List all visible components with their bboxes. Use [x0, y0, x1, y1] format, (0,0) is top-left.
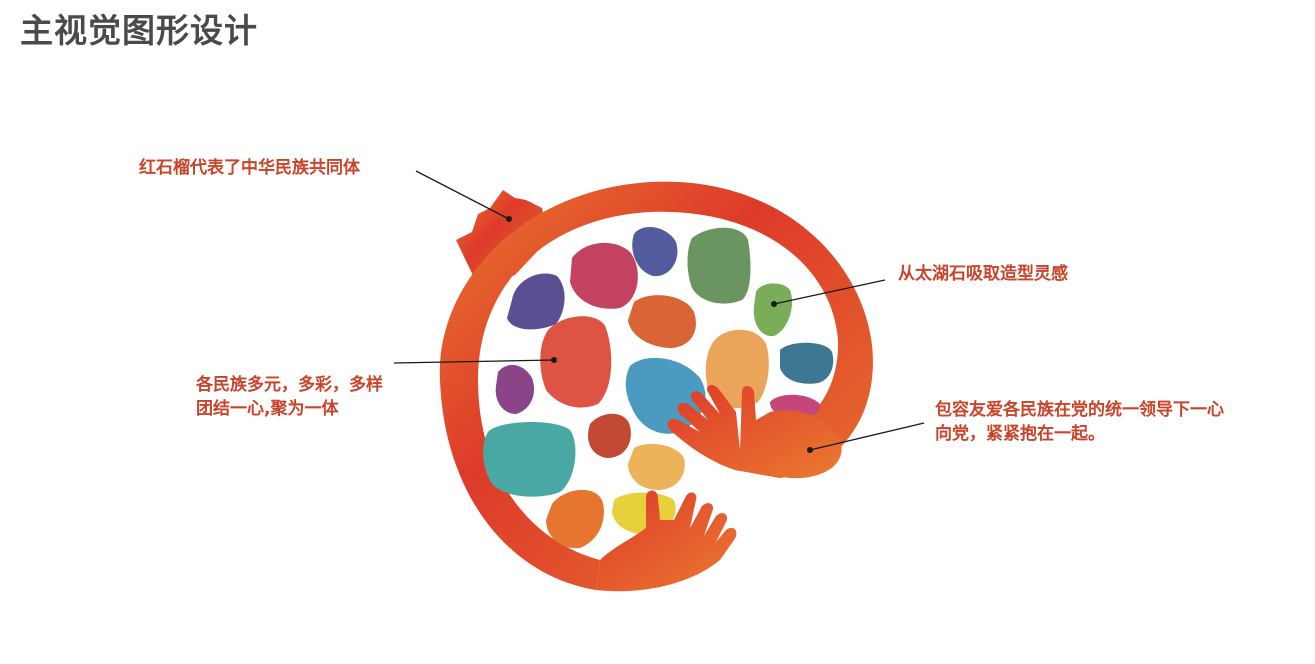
leader-line-ethnic: [393, 359, 555, 364]
stone-icon: [546, 489, 604, 549]
stone-icon: [753, 283, 793, 337]
leader-line-pomegranate: [415, 170, 510, 220]
page-title: 主视觉图形设计: [20, 11, 258, 50]
stone-icon: [570, 242, 638, 309]
seed-stones: [483, 227, 834, 549]
callout-pomegranate: 红石榴代表了中华民族共同体: [139, 156, 360, 180]
stone-icon: [632, 227, 678, 277]
stone-icon: [687, 227, 751, 304]
stone-icon: [495, 364, 535, 414]
stone-icon: [780, 342, 834, 384]
callout-text: 红石榴代表了中华民族共同体: [139, 158, 360, 178]
callout-text: 团结一心,聚为一体: [196, 399, 339, 419]
leader-line-taihu: [773, 279, 886, 305]
stone-icon: [705, 329, 769, 409]
callout-ethnic-groups: 各民族多元，多彩，多样 团结一心,聚为一体: [196, 373, 383, 421]
stone-icon: [628, 295, 696, 348]
callout-taihu-stone: 从太湖石吸取造型灵感: [898, 262, 1068, 286]
leader-dot: [506, 216, 512, 222]
stone-icon: [507, 273, 565, 330]
callout-embrace: 包容友爱各民族在党的统一领导下一心 向党，紧紧抱在一起。: [935, 398, 1224, 446]
hand-icon: [596, 490, 737, 592]
stone-icon: [628, 443, 685, 490]
stone-icon: [587, 413, 631, 458]
leader-dot: [551, 357, 557, 363]
hand-icon: [667, 385, 842, 479]
stone-icon: [540, 316, 612, 408]
leader-dots: [506, 216, 813, 453]
stone-icon: [483, 421, 576, 497]
callout-text: 向党，紧紧抱在一起。: [935, 424, 1105, 444]
leader-dot: [807, 447, 813, 453]
callout-text: 各民族多元，多彩，多样: [196, 375, 383, 395]
callout-text: 包容友爱各民族在党的统一领导下一心: [935, 400, 1224, 420]
leader-lines: [393, 170, 925, 451]
leader-dot: [771, 301, 777, 307]
leader-line-embrace: [809, 422, 925, 451]
callout-text: 从太湖石吸取造型灵感: [898, 264, 1068, 284]
pomegranate-crown: [456, 190, 548, 290]
